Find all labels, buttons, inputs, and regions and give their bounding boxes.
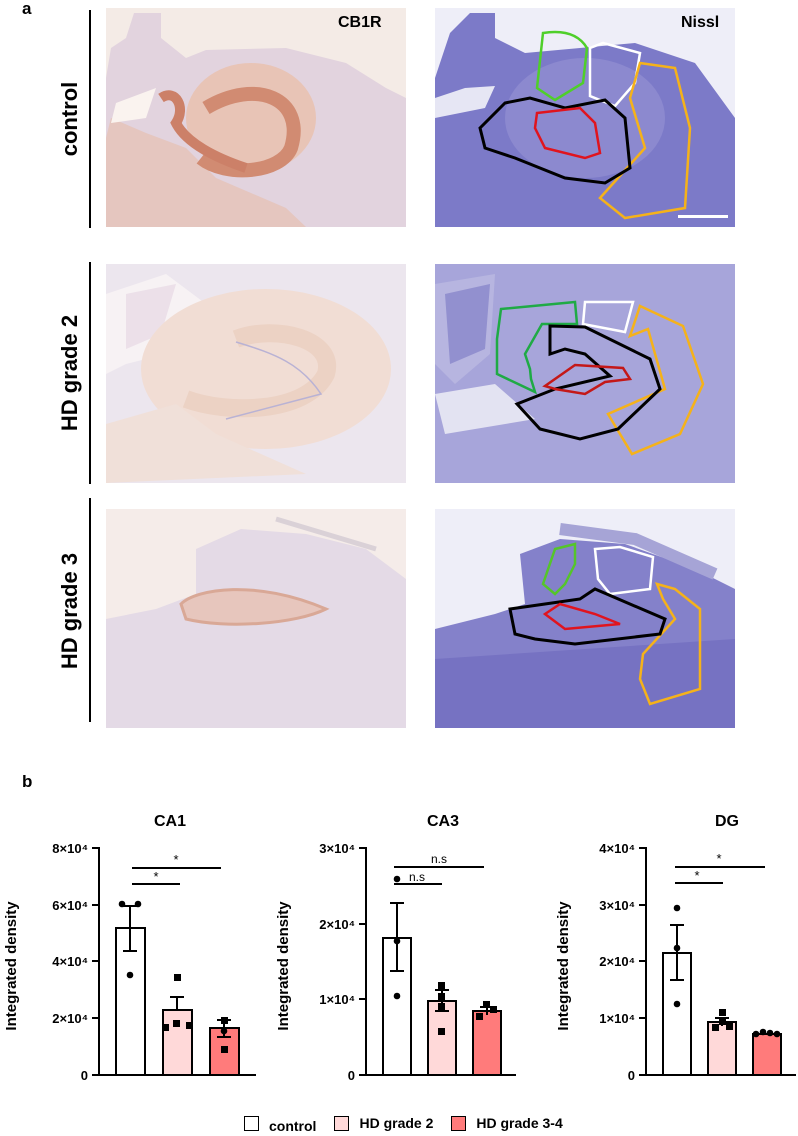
panel-b-label: b — [22, 772, 33, 791]
chart-ca3-ytick-2: 2×10⁴ — [319, 917, 355, 932]
legend-label-hd-grade-2: HD grade 2 — [359, 1115, 434, 1131]
chart-ca1-ylabel: Integrated density — [3, 901, 20, 1031]
chart-ca3-ytick-0: 0 — [348, 1068, 355, 1083]
chart-ca3-ytick-1: 1×10⁴ — [319, 992, 355, 1007]
chart-ca3: CA3 Integrated density 3×10⁴ 2×10⁴ 1×10⁴… — [270, 790, 530, 1090]
chart-ca1-sig-0-2: * — [173, 852, 178, 867]
legend-swatch-hd-grade-3-4 — [451, 1115, 467, 1131]
legend-swatch-control — [244, 1115, 259, 1131]
chart-dg-sig-0-1: * — [694, 868, 699, 883]
row-label-hd-grade-2: HD grade 2 — [57, 314, 82, 432]
micrograph-hd2-cb1r — [106, 264, 406, 483]
bar-ca3-hd2 — [427, 1000, 457, 1076]
chart-dg-ytick-0: 0 — [628, 1068, 635, 1083]
chart-dg-sig-0-2: * — [716, 851, 721, 866]
micrograph-hd2-nissl — [435, 264, 735, 483]
micrograph-control-cb1r — [106, 8, 406, 227]
bar-dg-hd3 — [752, 1033, 782, 1076]
chart-dg-ytick-3: 3×10⁴ — [599, 898, 635, 913]
chart-dg-ytick-1: 1×10⁴ — [599, 1011, 635, 1026]
row-divider-control — [89, 10, 91, 228]
chart-dg-ytick-4: 4×10⁴ — [599, 841, 635, 856]
chart-dg-ylabel: Integrated density — [555, 901, 572, 1031]
chart-dg-title: DG — [715, 813, 739, 830]
chart-ca1: CA1 Integrated density 8×10⁴ 6×10⁴ 4×10⁴… — [0, 790, 270, 1090]
chart-ca3-sig-0-1: n.s — [409, 870, 425, 884]
chart-dg: DG Integrated density 4×10⁴ 3×10⁴ 2×10⁴ … — [530, 790, 798, 1090]
chart-dg-ytick-2: 2×10⁴ — [599, 954, 635, 969]
bar-ca1-control — [115, 927, 146, 1076]
legend-label-control: control — [269, 1118, 317, 1134]
row-divider-hd3 — [89, 498, 91, 722]
panel-a-label: a — [22, 0, 32, 18]
chart-legend: control HD grade 2 HD grade 3-4 — [244, 1115, 581, 1134]
legend-item-control: control — [244, 1115, 317, 1134]
micrograph-control-nissl — [435, 8, 735, 227]
column-label-cb1r: CB1R — [338, 14, 382, 31]
row-label-hd-grade-3: HD grade 3 — [57, 552, 82, 670]
legend-swatch-hd-grade-2 — [334, 1115, 350, 1131]
chart-ca1-ytick-3: 6×10⁴ — [52, 898, 88, 913]
micrograph-hd3-cb1r — [106, 509, 406, 728]
chart-ca1-ytick-0: 0 — [81, 1068, 88, 1083]
chart-ca1-title: CA1 — [154, 813, 186, 830]
chart-ca3-title: CA3 — [427, 813, 459, 830]
chart-ca1-ytick-4: 8×10⁴ — [52, 841, 88, 856]
chart-ca1-ytick-2: 4×10⁴ — [52, 954, 88, 969]
micrograph-hd3-nissl — [435, 509, 735, 728]
chart-ca1-sig-0-1: * — [153, 869, 158, 884]
chart-ca3-ytick-3: 3×10⁴ — [319, 841, 355, 856]
bar-ca3-hd3 — [472, 1010, 502, 1076]
chart-ca1-ytick-1: 2×10⁴ — [52, 1011, 88, 1026]
chart-ca3-ylabel: Integrated density — [275, 901, 292, 1031]
column-label-nissl: Nissl — [681, 14, 720, 31]
legend-item-hd-grade-2: HD grade 2 — [334, 1115, 433, 1131]
bar-ca1-hd2 — [162, 1009, 193, 1076]
legend-label-hd-grade-3-4: HD grade 3-4 — [476, 1115, 563, 1131]
chart-ca3-sig-0-2: n.s — [431, 852, 447, 866]
legend-item-hd-grade-3-4: HD grade 3-4 — [451, 1115, 563, 1131]
row-label-control: control — [57, 81, 82, 157]
row-divider-hd2 — [89, 262, 91, 484]
